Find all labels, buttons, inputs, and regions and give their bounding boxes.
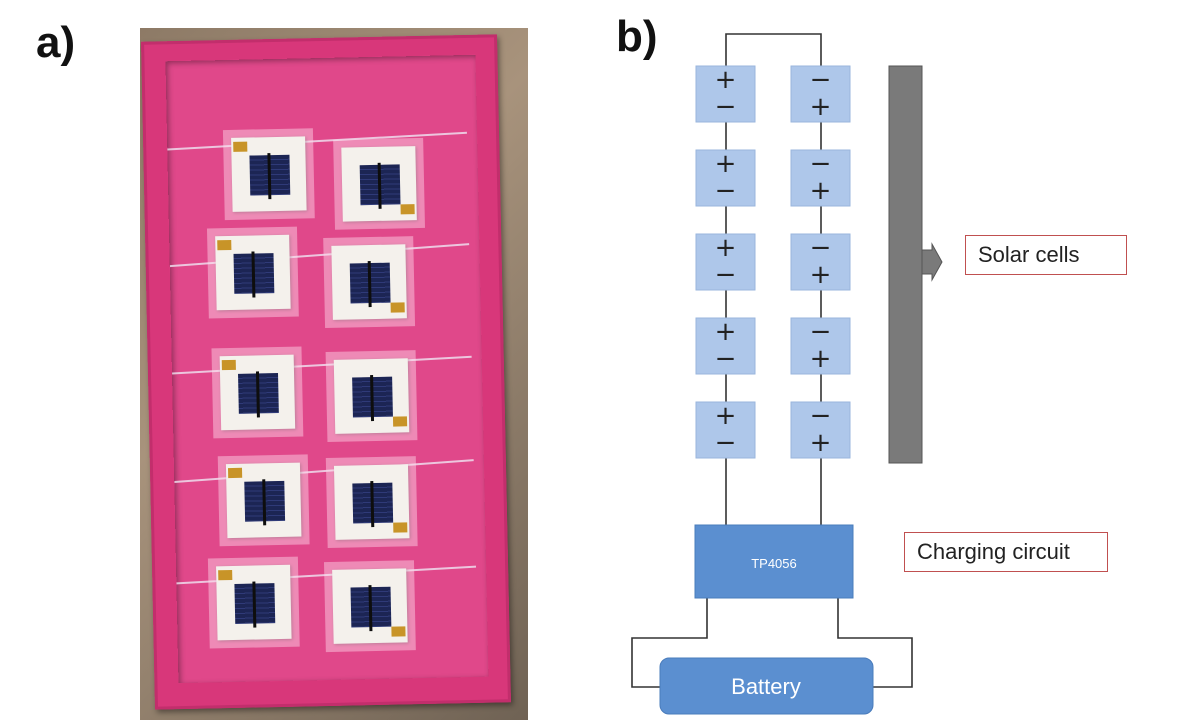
cell-polarity-bottom: + <box>810 92 832 122</box>
solar-cells-callout: Solar cells <box>965 235 1127 275</box>
charging-circuit-callout: Charging circuit <box>904 532 1108 572</box>
cell-polarity-top: + <box>715 401 737 431</box>
solar-cell-block <box>695 317 756 375</box>
solar-cell-block <box>695 65 756 123</box>
cell-polarity-top: + <box>715 233 737 263</box>
wire-segment <box>837 598 913 688</box>
solar-cells-label: Solar cells <box>978 242 1080 267</box>
cell-polarity-bottom: + <box>810 428 832 458</box>
cell-polarity-bottom: − <box>715 176 737 206</box>
panel-label-b: b) <box>616 12 658 61</box>
cell-polarity-bottom: + <box>810 176 832 206</box>
charger-chip-label: TP4056 <box>751 556 797 571</box>
solar-cell-block <box>695 233 756 291</box>
charging-circuit-label: Charging circuit <box>917 539 1070 564</box>
cell-polarity-top: − <box>810 401 832 431</box>
cell-polarity-top: + <box>715 65 737 95</box>
solar-cells-bracket-bar <box>888 65 923 464</box>
cell-polarity-top: − <box>810 233 832 263</box>
wire-segment <box>725 33 822 66</box>
cell-polarity-bottom: − <box>715 428 737 458</box>
solar-cell-block <box>695 401 756 459</box>
battery-block <box>659 657 874 715</box>
solar-cell-stack: +−+−+−+−+−−+−+−+−+−+ <box>695 65 851 459</box>
panel-label-a: a) <box>36 18 76 67</box>
solar-cell-block <box>790 65 851 123</box>
solar-cell-block <box>695 149 756 207</box>
solar-cell-block <box>790 149 851 207</box>
solar-cell-block <box>790 233 851 291</box>
cell-polarity-bottom: − <box>715 260 737 290</box>
cell-polarity-bottom: − <box>715 344 737 374</box>
cell-polarity-top: + <box>715 317 737 347</box>
battery-label: Battery <box>731 674 801 699</box>
solar-tray-photo <box>140 28 528 720</box>
cell-polarity-top: + <box>715 149 737 179</box>
solar-cells-arrow-icon <box>921 242 943 282</box>
charging-circuit-block <box>694 524 854 599</box>
cell-polarity-top: − <box>810 149 832 179</box>
cell-polarity-top: − <box>810 317 832 347</box>
cell-polarity-top: − <box>810 65 832 95</box>
solar-cell-block <box>790 317 851 375</box>
cell-polarity-bottom: + <box>810 260 832 290</box>
wire-segment <box>631 598 708 688</box>
solar-cell-block <box>790 401 851 459</box>
circuit-wires <box>631 33 913 688</box>
cell-polarity-bottom: + <box>810 344 832 374</box>
cell-polarity-bottom: − <box>715 92 737 122</box>
